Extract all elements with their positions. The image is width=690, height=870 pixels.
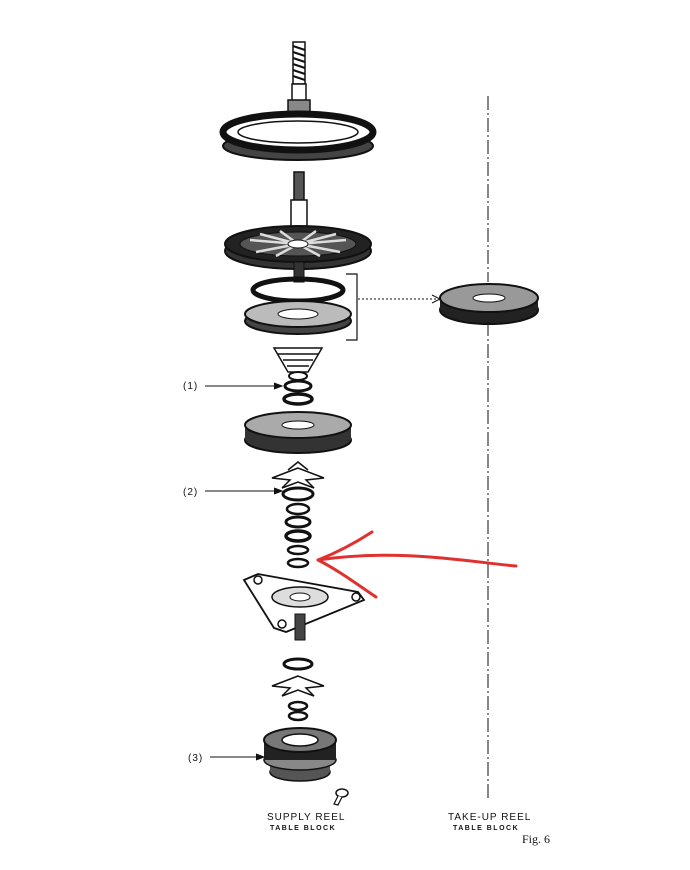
annotation-arrow <box>316 530 518 599</box>
cone-spring <box>272 347 324 373</box>
reel-ring <box>219 110 377 161</box>
figure-number: Fig. 6 <box>522 832 550 846</box>
callout-1: (1) <box>183 381 284 392</box>
take-up-reel-caption: TAKE-UP REEL <box>448 812 531 823</box>
middle-spindle <box>290 171 308 233</box>
supply-reel-caption: SUPPLY REEL <box>267 812 345 823</box>
callout-3-label: (3) <box>188 753 203 764</box>
take-up-reel-subcaption: TABLE BLOCK <box>453 825 519 832</box>
spring <box>292 41 306 85</box>
callout-2: (2) <box>183 487 284 498</box>
bearing-housing <box>263 727 337 782</box>
screw <box>333 788 349 806</box>
washer-set-1 <box>282 371 314 406</box>
assembly-bracket <box>346 273 442 341</box>
supply-reel-subcaption: TABLE BLOCK <box>270 825 336 832</box>
assembled-felt-ring <box>439 283 539 325</box>
felt-pad <box>244 300 352 335</box>
star-spring-upper <box>271 461 325 489</box>
callout-1-label: (1) <box>183 381 198 392</box>
washer-stack <box>281 486 315 569</box>
callout-3: (3) <box>188 753 266 764</box>
callout-2-label: (2) <box>183 487 198 498</box>
reel-turntable <box>224 225 372 283</box>
brake-drum <box>244 411 352 454</box>
lower-washers <box>271 657 325 722</box>
mounting-plate <box>242 573 366 641</box>
